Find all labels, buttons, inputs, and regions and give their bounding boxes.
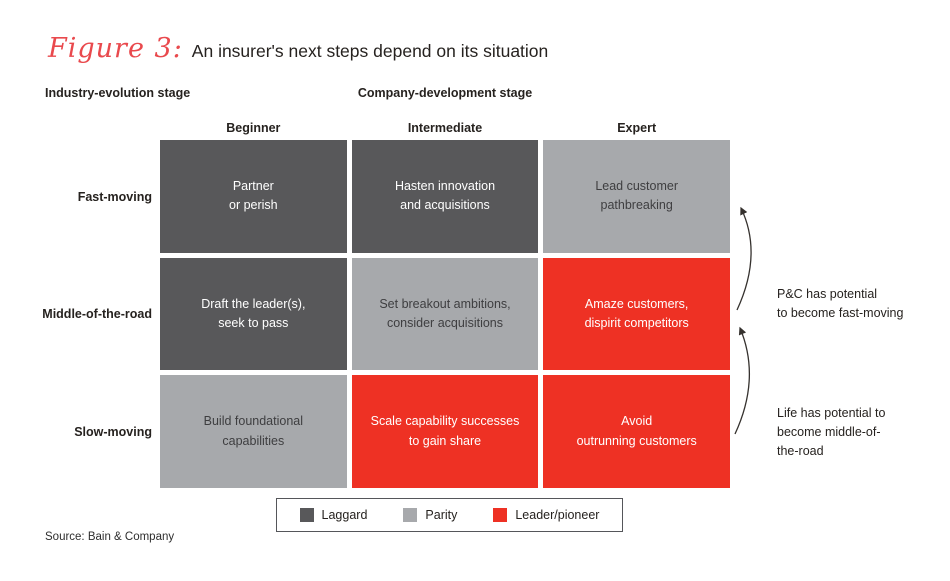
legend: Laggard Parity Leader/pioneer — [276, 498, 623, 532]
transition-arrows — [734, 206, 752, 435]
matrix-cell-fast-moving-beginner: Partner or perish — [160, 140, 347, 253]
legend-label-leader: Leader/pioneer — [515, 508, 600, 522]
row-label-middle-of-the-road: Middle-of-the-road — [42, 307, 152, 321]
matrix-cell-slow-moving-expert: Avoid outrunning customers — [543, 375, 730, 488]
figure-title-text: An insurer's next steps depend on its si… — [191, 41, 549, 61]
annotation-life: Life has potential to become middle-of- … — [777, 406, 886, 458]
parity-swatch-icon — [403, 508, 418, 522]
legend-item-laggard: Laggard — [299, 508, 368, 522]
matrix-cell-slow-moving-intermediate: Scale capability successes to gain share — [351, 375, 539, 488]
curved-arrow-slow-to-middle-icon — [734, 326, 751, 435]
column-axis-label: Company-development stage — [357, 86, 533, 100]
curved-arrow-middle-to-fast-icon — [736, 206, 752, 311]
row-axis-label: Industry-evolution stage — [45, 86, 191, 100]
figure-number-label: Figure 3: — [48, 33, 183, 64]
matrix-cell-slow-moving-beginner: Build foundational capabilities — [160, 375, 347, 488]
matrix-cell-middle-of-the-road-beginner: Draft the leader(s), seek to pass — [160, 257, 347, 371]
laggard-swatch-icon — [299, 508, 314, 522]
column-headers: Beginner Intermediate Expert — [160, 121, 730, 135]
column-header-expert: Expert — [617, 121, 657, 135]
legend-item-parity: Parity — [403, 508, 457, 522]
legend-item-leader: Leader/pioneer — [493, 508, 599, 522]
legend-label-parity: Parity — [425, 508, 458, 522]
legend-label-laggard: Laggard — [321, 508, 368, 522]
column-header-intermediate: Intermediate — [407, 121, 483, 135]
matrix-cell-middle-of-the-road-intermediate: Set breakout ambitions, consider acquisi… — [351, 257, 539, 371]
row-label-slow-moving: Slow-moving — [74, 425, 152, 439]
figure-title: Figure 3: An insurer's next steps depend … — [48, 33, 548, 64]
matrix-cell-fast-moving-intermediate: Hasten innovation and acquisitions — [351, 140, 539, 253]
matrix-grid: Partner or perish Hasten innovation and … — [160, 140, 730, 488]
leader-swatch-icon — [493, 508, 508, 522]
row-label-fast-moving: Fast-moving — [77, 190, 152, 204]
matrix-cell-middle-of-the-road-expert: Amaze customers, dispirit competitors — [543, 257, 730, 371]
annotation-pnc: P&C has potential to become fast-moving — [777, 287, 904, 320]
matrix-cell-fast-moving-expert: Lead customer pathbreaking — [543, 140, 730, 253]
column-header-beginner: Beginner — [226, 121, 281, 135]
source-note: Source: Bain & Company — [45, 531, 175, 543]
